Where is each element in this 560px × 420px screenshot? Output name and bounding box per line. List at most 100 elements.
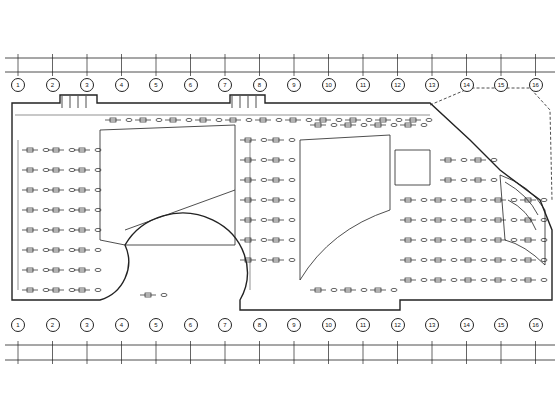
axis-number: 5 [149, 78, 163, 92]
light-fixture [410, 118, 416, 122]
axis-tick [87, 54, 88, 76]
fixture-tag [396, 118, 402, 121]
fixture-tag [261, 218, 267, 221]
axis-tick [363, 341, 364, 364]
axis-number: 7 [218, 78, 232, 92]
light-fixture [48, 230, 64, 231]
axis-number: 4 [115, 78, 129, 92]
fixture-tag [126, 118, 132, 121]
light-fixture [470, 160, 486, 161]
axis-tick [432, 54, 433, 76]
axis-tick [501, 54, 502, 76]
light-fixture [245, 178, 251, 182]
light-fixture [240, 160, 256, 161]
light-fixture [525, 198, 531, 202]
axis-number: 13 [425, 318, 439, 332]
light-fixture [79, 288, 85, 292]
axis-number: 3 [80, 78, 94, 92]
wall [125, 190, 235, 230]
dimension-line [5, 58, 555, 59]
plan-outline [12, 95, 552, 310]
light-fixture [370, 125, 386, 126]
light-fixture [465, 218, 471, 222]
axis-number: 9 [287, 318, 301, 332]
fixture-tag [421, 218, 427, 221]
fixture-tag [261, 258, 267, 261]
fixture-tag [95, 168, 101, 171]
light-fixture [48, 210, 64, 211]
light-fixture [465, 198, 471, 202]
light-fixture [490, 240, 506, 241]
light-fixture [460, 280, 476, 281]
axis-tick [466, 54, 467, 76]
fixture-tag [451, 198, 457, 201]
light-fixture [520, 240, 536, 241]
light-fixture [240, 240, 256, 241]
axis-number: 11 [356, 78, 370, 92]
light-fixture [22, 190, 38, 191]
fixture-tag [541, 238, 547, 241]
fixture-tag [331, 288, 337, 291]
light-fixture [430, 220, 446, 221]
light-fixture [268, 220, 284, 221]
light-fixture [430, 200, 446, 201]
light-fixture [405, 198, 411, 202]
fixture-tag [481, 278, 487, 281]
fixture-tag [421, 278, 427, 281]
light-fixture [315, 123, 321, 127]
light-fixture [320, 118, 326, 122]
light-fixture [405, 218, 411, 222]
axis-tick [225, 54, 226, 76]
axis-tick [87, 341, 88, 364]
axis-number: 10 [322, 318, 336, 332]
light-fixture [255, 120, 271, 121]
fixture-tag [261, 138, 267, 141]
axis-tick [259, 54, 260, 76]
light-fixture [520, 220, 536, 221]
axis-number: 13 [425, 78, 439, 92]
light-fixture [370, 290, 386, 291]
fixture-tag [216, 118, 222, 121]
axis-number: 3 [80, 318, 94, 332]
fixture-tag [331, 123, 337, 126]
light-fixture [53, 228, 59, 232]
light-fixture [400, 125, 416, 126]
fixture-tag [306, 118, 312, 121]
axis-number: 15 [494, 318, 508, 332]
axis-number: 1 [11, 78, 25, 92]
dimension-line [5, 345, 555, 346]
light-fixture [110, 118, 116, 122]
light-fixture [74, 210, 90, 211]
fixture-tag [541, 218, 547, 221]
site-line [430, 88, 552, 200]
fixture-tag [451, 218, 457, 221]
axis-number: 6 [184, 318, 198, 332]
room [395, 150, 430, 185]
light-fixture [27, 268, 33, 272]
light-fixture [520, 280, 536, 281]
light-fixture [74, 170, 90, 171]
light-fixture [53, 148, 59, 152]
light-fixture [27, 168, 33, 172]
light-fixture [430, 280, 446, 281]
light-fixture [245, 238, 251, 242]
fixture-tag [336, 118, 342, 121]
light-fixture [520, 200, 536, 201]
light-fixture [405, 278, 411, 282]
axis-tick [52, 341, 53, 364]
light-fixture [495, 278, 501, 282]
light-fixture [435, 198, 441, 202]
fixture-tag [186, 118, 192, 121]
light-fixture [520, 260, 536, 261]
axis-tick [121, 341, 122, 364]
fixture-tag [95, 148, 101, 151]
dimension-line [5, 360, 555, 361]
light-fixture [285, 120, 301, 121]
axis-tick [156, 341, 157, 364]
fixture-tag [366, 118, 372, 121]
axis-tick [501, 341, 502, 364]
light-fixture [260, 118, 266, 122]
light-fixture [475, 158, 481, 162]
fixture-tag [261, 178, 267, 181]
fixture-tag [361, 288, 367, 291]
